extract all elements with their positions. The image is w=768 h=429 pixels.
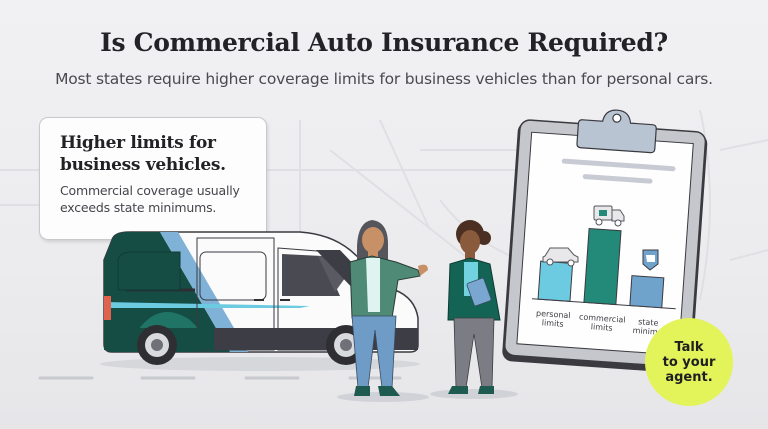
callout-heading: Higher limits for business vehicles.	[60, 133, 226, 175]
callout-body: Commercial coverage usually exceeds stat…	[60, 183, 240, 215]
page-title: Is Commercial Auto Insurance Required?	[100, 28, 668, 57]
page-subtitle: Most states require higher coverage limi…	[55, 70, 713, 88]
agent-person-icon	[349, 220, 428, 396]
bar-label-personal: personal limits	[535, 308, 571, 329]
callout-card: Higher limits for business vehicles. Com…	[39, 117, 267, 240]
talk-to-agent-badge[interactable]: Talk to your agent.	[645, 318, 733, 406]
bar-label-commercial: commercial limits	[578, 312, 626, 333]
client-person-icon	[447, 220, 501, 394]
